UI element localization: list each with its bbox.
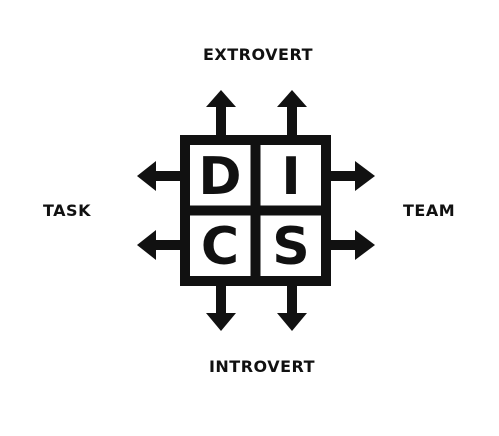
cell-letter-c: C [201,217,239,277]
arrow-down-right-icon [277,281,307,331]
label-team: TEAM [403,201,456,220]
arrow-right-bottom-icon [326,230,375,260]
cell-letter-d: D [198,147,241,207]
arrow-right-top-icon [326,161,375,191]
arrow-left-bottom-icon [137,230,185,260]
arrow-down-left-icon [206,281,236,331]
cell-letter-i: I [281,147,300,207]
arrow-up-right-icon [277,90,307,140]
label-task: TASK [43,201,91,220]
arrow-left-top-icon [137,161,185,191]
label-introvert: INTROVERT [208,357,316,376]
arrow-up-left-icon [206,90,236,140]
label-extrovert: EXTROVERT [203,45,313,64]
cell-letter-s: S [272,217,309,277]
